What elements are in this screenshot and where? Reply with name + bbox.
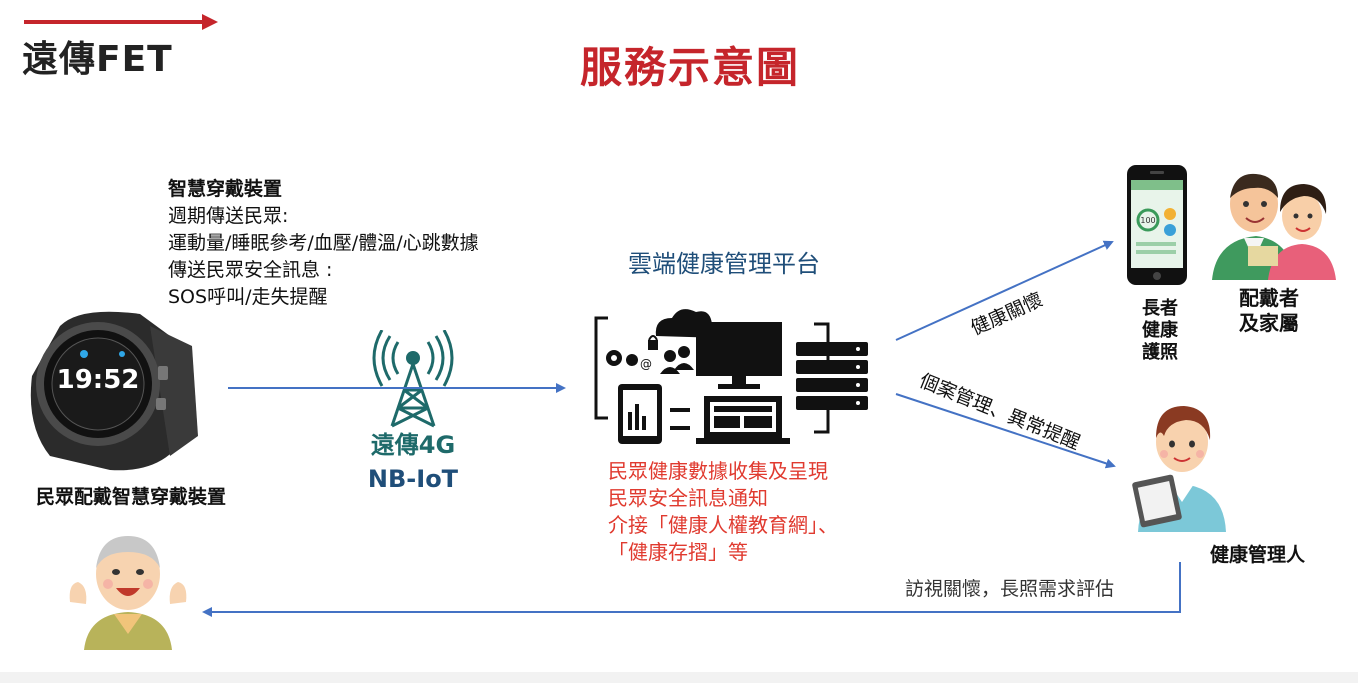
platform-features: 民眾健康數據收集及呈現 民眾安全訊息通知 介接「健康人權教育網」、 「健康存摺」… — [608, 458, 838, 566]
platform-title: 雲端健康管理平台 — [628, 250, 820, 278]
family-line-2: 及家屬 — [1239, 311, 1299, 335]
passport-line-3: 護照 — [1142, 342, 1178, 363]
smartphone-icon: 100 — [1127, 165, 1187, 285]
cloud-platform-icon: @ — [594, 309, 868, 444]
network-line-2: NB-IoT — [367, 465, 459, 493]
phone-screen-value: 100 — [1140, 216, 1155, 225]
wearable-description: 智慧穿戴裝置 週期傳送民眾: 運動量/睡眠參考/血壓/體溫/心跳數據 傳送民眾安… — [168, 176, 479, 311]
arrow-manager-to-elder — [202, 562, 1181, 617]
platform-feature-4: 「健康存摺」等 — [608, 540, 748, 564]
arrow-platform-to-manager — [895, 393, 1116, 469]
wearable-line-2: 運動量/睡眠參考/血壓/體溫/心跳數據 — [168, 232, 479, 254]
health-passport-label: 長者 健康 護照 — [1136, 298, 1184, 364]
elder-person-icon — [69, 536, 187, 650]
platform-feature-2: 民眾安全訊息通知 — [608, 486, 768, 510]
platform-feature-3: 介接「健康人權教育網」、 — [608, 513, 838, 537]
wearable-heading: 智慧穿戴裝置 — [168, 178, 283, 200]
wearable-line-1: 週期傳送民眾: — [168, 205, 289, 227]
device-caption: 民眾配戴智慧穿戴裝置 — [36, 486, 227, 508]
platform-feature-1: 民眾健康數據收集及呈現 — [608, 459, 828, 483]
wearable-line-3: 傳送民眾安全訊息 : — [168, 259, 333, 281]
logo-arrow-icon — [24, 14, 218, 30]
smartwatch-icon: 19:52 — [30, 311, 198, 471]
network-line-1: 遠傳4G — [370, 431, 456, 459]
wearable-line-4: SOS呼叫/走失提醒 — [168, 286, 328, 308]
passport-line-1: 長者 — [1142, 298, 1178, 319]
antenna-tower-icon — [372, 330, 454, 428]
page-title: 服務示意圖 — [579, 43, 800, 92]
flow-label-to-elder: 訪視關懷，長照需求評估 — [905, 578, 1115, 600]
health-manager-label: 健康管理人 — [1210, 544, 1306, 566]
family-label: 配戴者 及家屬 — [1228, 286, 1310, 336]
watch-time: 19:52 — [57, 365, 140, 395]
arrow-platform-to-family — [895, 240, 1114, 341]
health-manager-icon — [1132, 406, 1226, 532]
svg-text:@: @ — [640, 357, 652, 371]
family-line-1: 配戴者 — [1239, 286, 1299, 310]
bottom-strip — [0, 672, 1358, 683]
passport-line-2: 健康 — [1142, 320, 1178, 341]
family-couple-icon — [1212, 173, 1336, 280]
logo: 遠傳FET — [22, 39, 173, 80]
network-label: 遠傳4G NB-IoT — [348, 428, 478, 496]
